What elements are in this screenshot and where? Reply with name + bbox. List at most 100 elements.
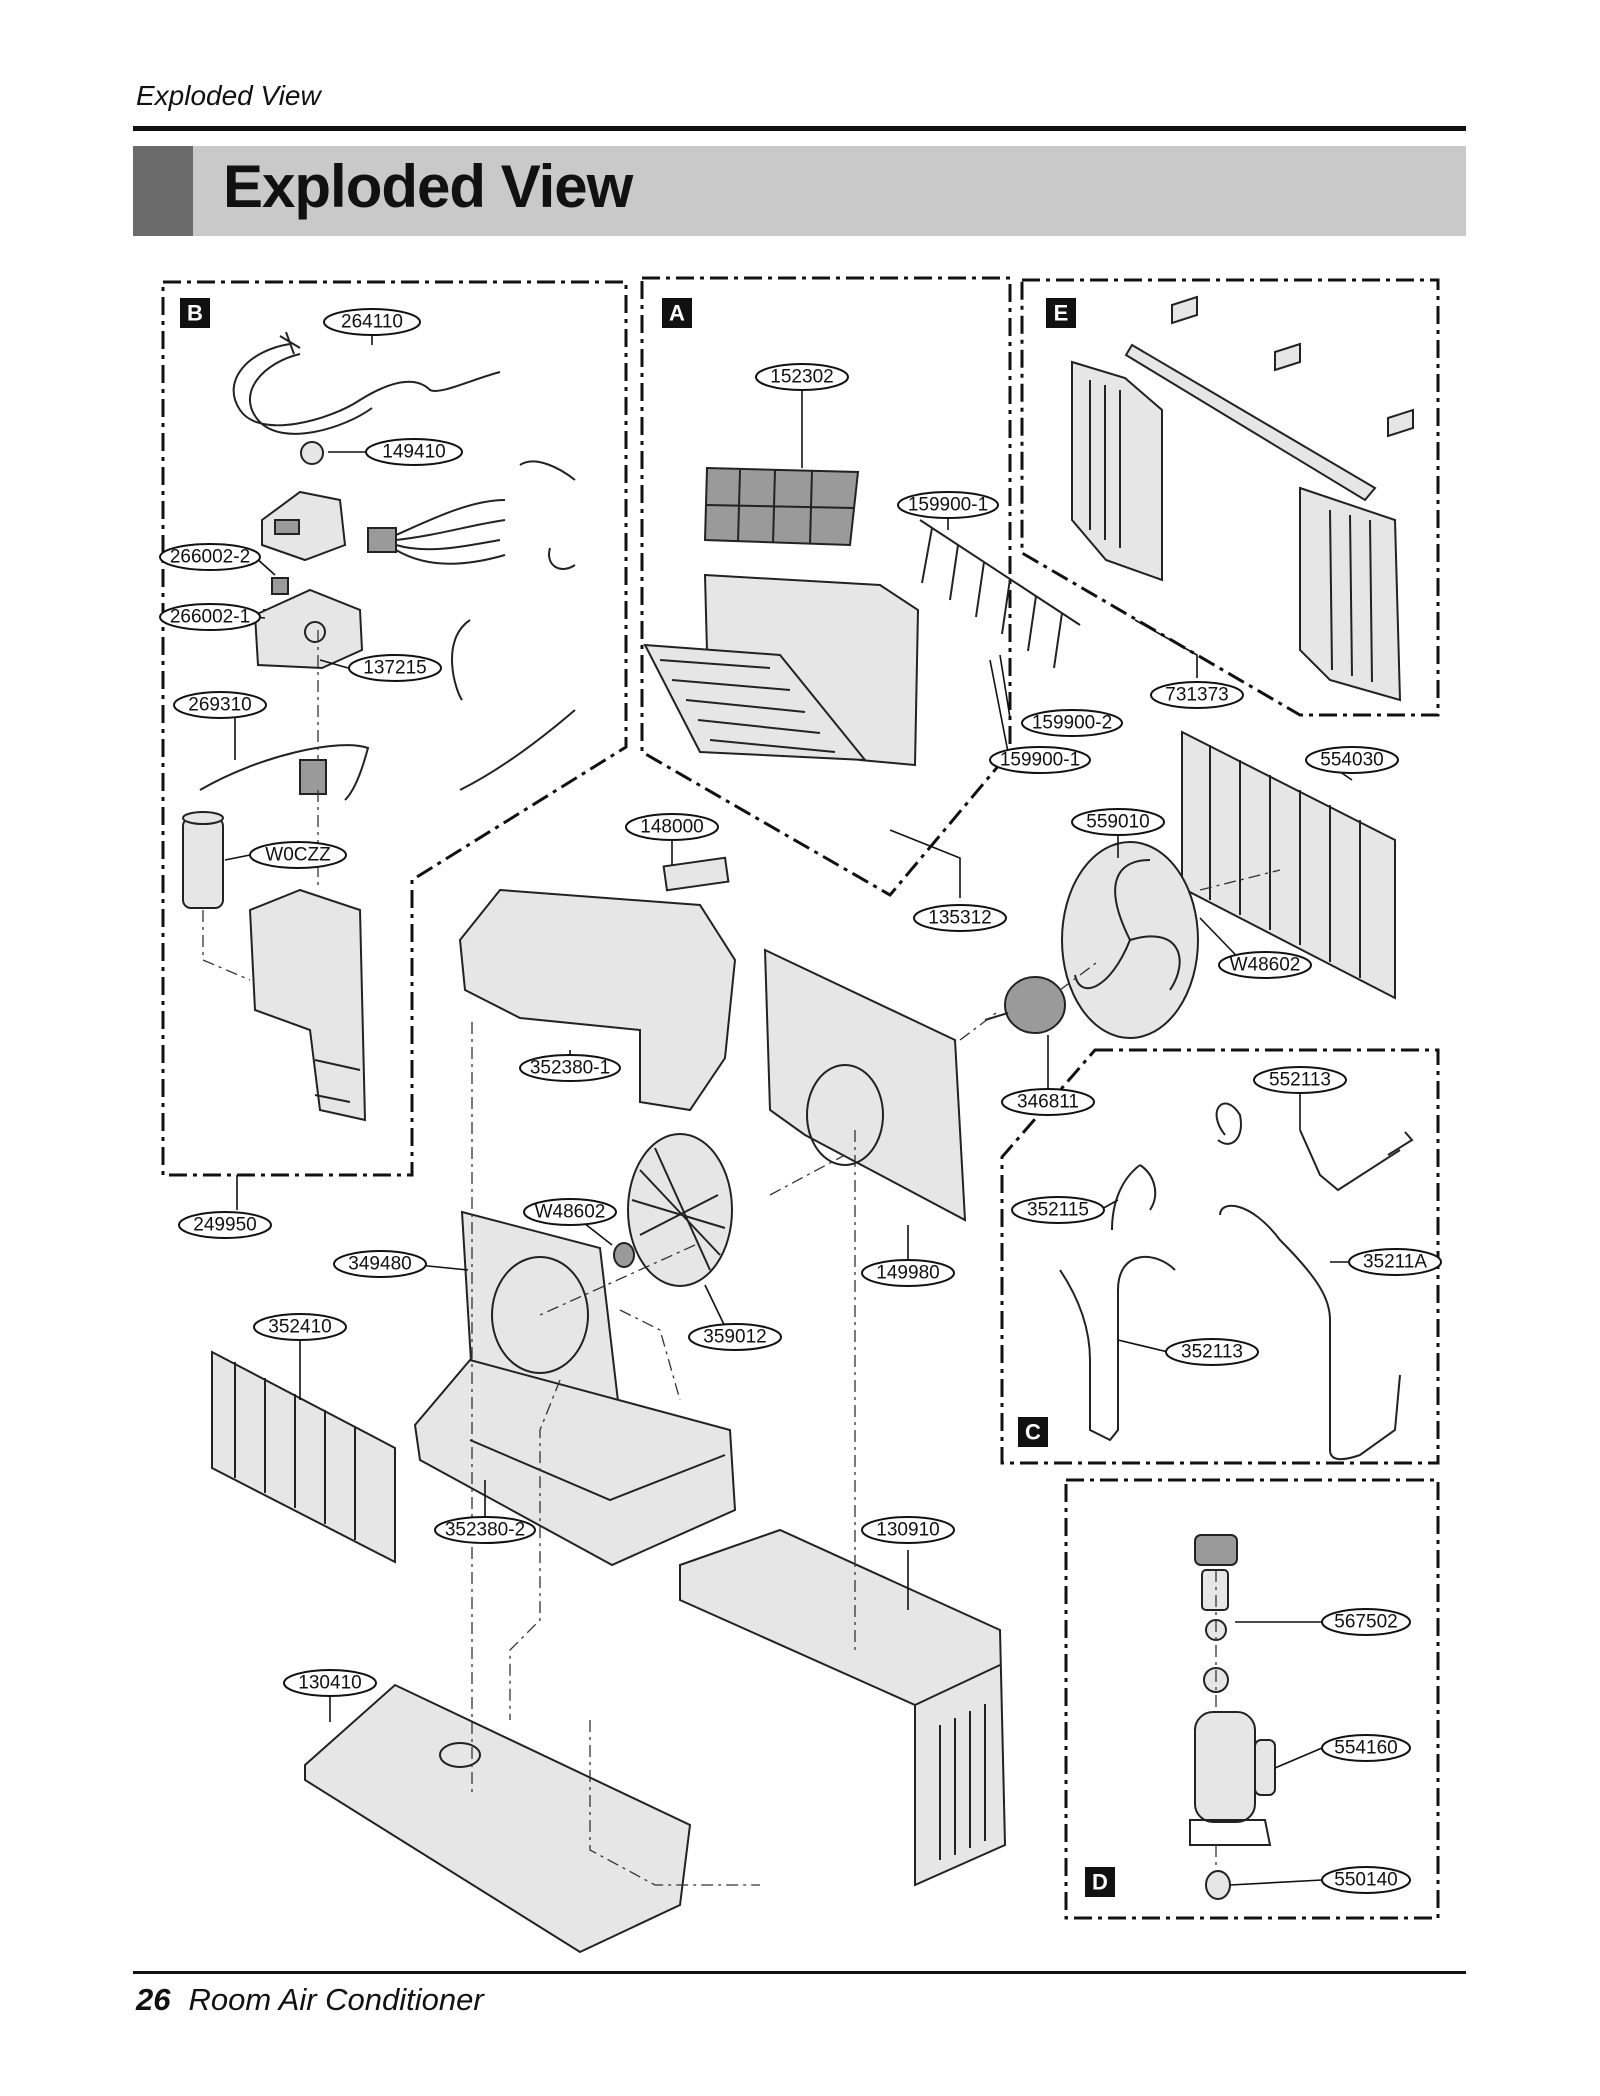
callout-w48602-top: W48602 xyxy=(1218,951,1312,979)
callout-266002-1: 266002-1 xyxy=(159,603,261,631)
callout-731373: 731373 xyxy=(1150,681,1244,709)
callout-352115: 352115 xyxy=(1011,1196,1105,1224)
sticker-part xyxy=(300,441,324,465)
svg-text:352113: 352113 xyxy=(1181,1342,1243,1363)
blower-fan-part xyxy=(627,1133,733,1287)
svg-text:130410: 130410 xyxy=(298,1673,361,1694)
svg-text:567502: 567502 xyxy=(1334,1612,1397,1633)
compressor-mount-part xyxy=(1205,1870,1231,1900)
svg-text:559010: 559010 xyxy=(1086,812,1149,833)
svg-text:A: A xyxy=(669,301,685,326)
callout-352380-2: 352380-2 xyxy=(434,1516,536,1544)
svg-text:B: B xyxy=(187,301,203,326)
svg-text:349480: 349480 xyxy=(348,1254,411,1275)
svg-text:W0CZZ: W0CZZ xyxy=(265,845,331,866)
orifice-shroud-part xyxy=(763,948,967,1222)
svg-text:352410: 352410 xyxy=(268,1317,331,1338)
capillary-tube-part xyxy=(1111,1102,1242,1231)
thermistor-part xyxy=(199,744,370,801)
section-d-frame xyxy=(1064,1478,1440,1920)
vane-part xyxy=(662,856,730,892)
svg-text:159900-1: 159900-1 xyxy=(908,495,988,516)
control-bracket-part xyxy=(248,888,367,1122)
callout-152302: 152302 xyxy=(755,363,849,391)
fan-washer-part xyxy=(613,1242,635,1268)
callout-346811: 346811 xyxy=(1001,1088,1095,1116)
callout-149410: 149410 xyxy=(365,438,463,466)
svg-text:352380-1: 352380-1 xyxy=(530,1058,610,1079)
fan-propeller-part xyxy=(1061,841,1199,1039)
svg-text:159900-1: 159900-1 xyxy=(1000,750,1080,771)
footer-title: Room Air Conditioner xyxy=(188,1982,484,2017)
running-header: Exploded View xyxy=(136,80,321,111)
svg-text:148000: 148000 xyxy=(640,817,703,838)
discharge-pipe-part xyxy=(1219,1204,1401,1461)
svg-text:E: E xyxy=(1054,301,1069,326)
callout-559010: 559010 xyxy=(1071,808,1165,836)
section-title-bar: Exploded View xyxy=(133,146,1466,236)
callout-266002-2: 266002-2 xyxy=(159,543,261,571)
connecting-pipe-part xyxy=(1299,1129,1414,1192)
front-grille-part xyxy=(643,573,920,767)
svg-text:552113: 552113 xyxy=(1269,1070,1331,1091)
section-badge-a: A xyxy=(662,298,692,328)
callout-349480: 349480 xyxy=(333,1250,427,1278)
callout-135312: 135312 xyxy=(913,904,1007,932)
svg-text:W48602: W48602 xyxy=(535,1202,606,1223)
evaporator-coil-part xyxy=(211,1350,396,1564)
section-b-frame xyxy=(161,280,628,1177)
section-badge-c: C xyxy=(1018,1417,1048,1447)
callout-269310: 269310 xyxy=(173,691,267,719)
callout-159900-2: 159900-2 xyxy=(1021,709,1123,737)
callout-352380-1: 352380-1 xyxy=(519,1054,621,1082)
base-pan-part xyxy=(304,1683,692,1954)
header-rule xyxy=(133,126,1466,131)
compressor-part xyxy=(1189,1711,1276,1846)
section-badge-e: E xyxy=(1046,298,1076,328)
svg-text:359012: 359012 xyxy=(703,1327,766,1348)
callout-352113-bottom: 352113 xyxy=(1165,1338,1259,1366)
upper-cover-part xyxy=(458,888,737,1112)
callout-264110: 264110 xyxy=(323,308,421,336)
svg-text:550140: 550140 xyxy=(1334,1870,1397,1891)
callout-554160: 554160 xyxy=(1321,1734,1411,1762)
callout-148000: 148000 xyxy=(625,813,719,841)
callout-159900-1-top: 159900-1 xyxy=(897,491,999,519)
curtain-right-part xyxy=(1299,486,1402,702)
section-a-frame xyxy=(640,276,1012,897)
callout-359012: 359012 xyxy=(688,1323,782,1351)
assembly-guide-lines xyxy=(202,630,1281,1886)
svg-text:266002-2: 266002-2 xyxy=(170,547,250,568)
callout-352410: 352410 xyxy=(253,1313,347,1341)
louver-part xyxy=(919,519,1081,669)
svg-text:269310: 269310 xyxy=(188,695,251,716)
callout-w0czz: W0CZZ xyxy=(249,841,347,869)
svg-text:137215: 137215 xyxy=(363,658,426,679)
callout-249950: 249950 xyxy=(178,1211,272,1239)
curtain-left-part xyxy=(1071,360,1163,582)
svg-text:152302: 152302 xyxy=(770,367,833,388)
svg-text:C: C xyxy=(1025,1420,1041,1445)
page-number: 26 xyxy=(136,1982,171,2017)
svg-text:149980: 149980 xyxy=(876,1263,939,1284)
power-cord-part xyxy=(232,331,501,435)
callout-w48602-bottom: W48602 xyxy=(523,1198,617,1226)
callout-35211a: 35211A xyxy=(1348,1248,1442,1276)
callout-567502: 567502 xyxy=(1321,1608,1411,1636)
callout-149980: 149980 xyxy=(861,1259,955,1287)
curtain-rail-part xyxy=(1124,343,1377,502)
section-c-frame xyxy=(1000,1048,1440,1465)
callout-554030: 554030 xyxy=(1305,746,1399,774)
callout-130910: 130910 xyxy=(861,1516,955,1544)
svg-text:731373: 731373 xyxy=(1165,685,1228,706)
svg-text:554160: 554160 xyxy=(1334,1738,1397,1759)
mounting-bracket-parts xyxy=(1171,295,1414,438)
svg-text:554030: 554030 xyxy=(1320,750,1383,771)
svg-text:D: D xyxy=(1092,1870,1108,1895)
page-footer: 26 Room Air Conditioner xyxy=(136,1982,484,2018)
footer-rule xyxy=(133,1971,1466,1974)
section-e-frame xyxy=(1020,278,1440,717)
svg-text:35211A: 35211A xyxy=(1363,1252,1427,1273)
svg-text:W48602: W48602 xyxy=(1230,955,1301,976)
